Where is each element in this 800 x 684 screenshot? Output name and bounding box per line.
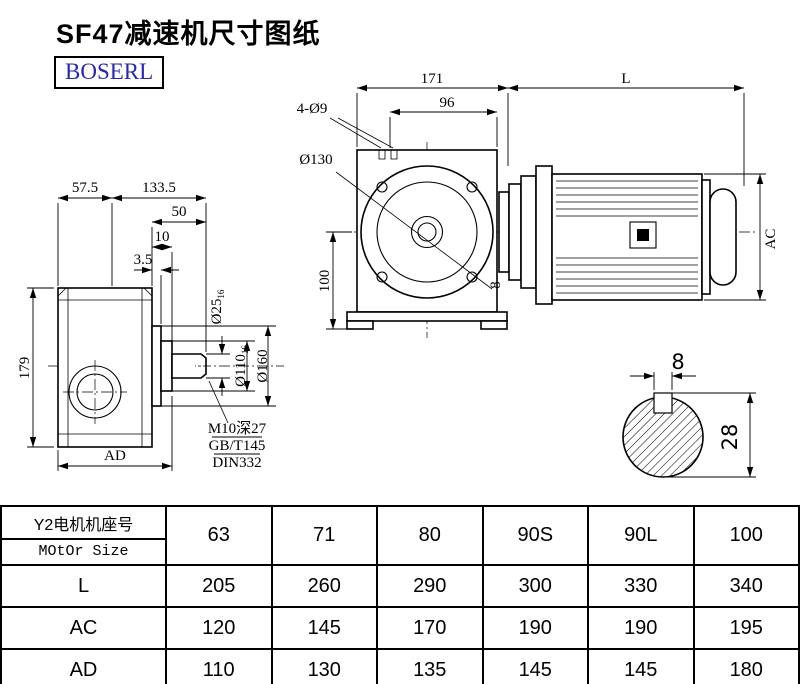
shaft-section-dimensions [630,372,756,478]
table-cell: 190 [481,606,589,650]
table-cell: 110 [165,648,273,684]
dim-key-height-28: 28 [718,424,742,451]
motor-view: L AC [498,71,779,305]
side-view: 57.5 133.5 50 10 3.5 179 AD Ø2516 Ø11016… [17,180,284,471]
motor-size-header-cell: Y2电机机座号 MOtOr Size [0,505,167,566]
table-cell: 205 [165,564,273,608]
dim-133-5: 133.5 [142,180,176,196]
front-view: 171 96 4-Ø9 Ø130 100 8 [297,71,755,338]
hub-outer-circle [410,215,444,249]
note-tap: M10深27 [208,420,267,437]
end-bell-ring [701,179,711,295]
dim-100: 100 [317,270,333,293]
note-din332: DIN332 [212,455,261,471]
motor-size-value: 90L [587,505,695,566]
table-cell: 170 [376,606,484,650]
table-cell: 290 [376,564,484,608]
motor-size-value: 80 [376,505,484,566]
table-cell: 145 [481,648,589,684]
nameplate-mark [637,229,649,241]
technical-drawing: 171 96 4-Ø9 Ø130 100 8 [17,71,779,478]
output-pilot-boss [160,340,173,392]
table-row-L: L 205 260 290 300 330 340 [0,564,800,608]
motor-size-value: 63 [165,505,273,566]
output-flange [151,325,162,407]
mounting-slot [378,149,386,160]
table-cell: 145 [587,648,695,684]
dim-AD: AD [104,448,126,464]
base-slab [346,311,508,322]
bolt-hole [466,271,478,283]
table-cell: 135 [376,648,484,684]
adapter-flange [520,175,537,289]
flange-face-circle [376,181,478,283]
motor-cooling-fins [556,180,698,294]
nameplate [629,221,657,249]
adapter-ring [498,191,510,273]
keyway [653,392,673,414]
dim-key-8: 8 [488,281,504,289]
table-cell: 130 [270,648,378,684]
table-cell: 190 [587,606,695,650]
dim-AC: AC [763,229,779,250]
dim-171: 171 [421,71,444,87]
row-label: L [0,564,167,608]
dim-50: 50 [172,204,187,220]
front-view-dimensions [326,84,509,330]
dim-shaft-dia: Ø2516 [209,289,226,324]
row-label: AC [0,606,167,650]
bolt-hole [376,271,388,283]
motor-size-label-cn: Y2电机机座号 [2,507,165,540]
foot-right [480,320,508,330]
page-title: SF47减速机尺寸图纸 [56,19,321,49]
dim-179: 179 [17,357,33,380]
side-view-dimensions [27,194,276,471]
motor-body [551,173,703,301]
dim-4-o9: 4-Ø9 [297,101,328,117]
bolt-hole [466,181,478,193]
table-row-AC: AC 120 145 170 190 190 195 [0,606,800,650]
bolt-hole [376,181,388,193]
boserl-logo: BOSERL [54,56,165,89]
shaft-section: 8 28 [622,350,756,478]
table-row-motor-size: Y2电机机座号 MOtOr Size 63 71 80 90S 90L 100 [0,505,800,566]
dimension-table: Y2电机机座号 MOtOr Size 63 71 80 90S 90L 100 … [0,505,800,684]
dim-o130: Ø130 [299,152,332,168]
motor-dimensions [508,84,766,301]
dim-10: 10 [155,229,170,245]
note-gb-t145: GB/T145 [209,438,266,454]
row-label: AD [0,648,167,684]
shaft-bore-circle [417,222,437,242]
motor-flange [535,165,553,305]
table-cell: 260 [270,564,378,608]
fan-cover [709,188,737,286]
dim-96: 96 [440,95,456,111]
adapter-ring [508,183,522,281]
motor-size-label-en: MOtOr Size [38,543,129,560]
foot-left [346,320,374,330]
table-cell: 195 [692,606,800,650]
table-row-AD: AD 110 130 135 145 145 180 [0,648,800,684]
flange-circle-130 [360,165,494,299]
dim-flange-dia-160: Ø160 [255,349,271,382]
table-cell: 300 [481,564,589,608]
motor-size-value: 90S [481,505,589,566]
mounting-slot [390,149,398,160]
table-cell: 340 [692,564,800,608]
dim-3-5: 3.5 [134,252,153,268]
table-cell: 120 [165,606,273,650]
dim-L: L [621,71,630,87]
table-cell: 145 [270,606,378,650]
motor-size-value: 100 [692,505,800,566]
motor-size-value: 71 [270,505,378,566]
dim-pilot-dia: Ø11016 [233,345,250,387]
table-cell: 180 [692,648,800,684]
output-shaft [171,353,207,379]
table-cell: 330 [587,564,695,608]
dim-key-width-8: 8 [671,350,684,374]
dim-57-5: 57.5 [72,180,98,196]
